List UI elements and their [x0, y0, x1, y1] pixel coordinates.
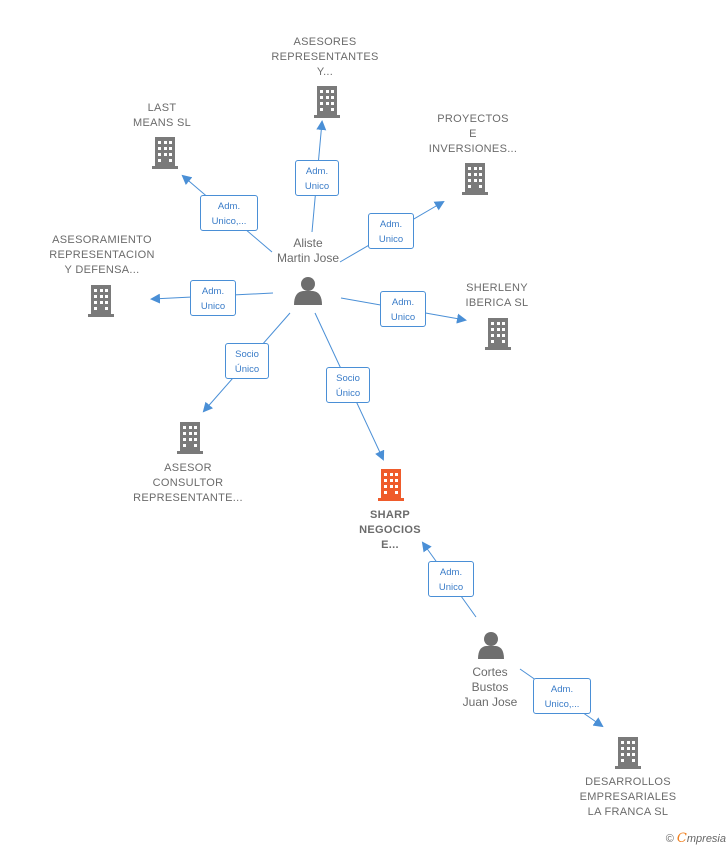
company-label-sherleny[interactable]: SHERLENY IBERICA SL: [465, 282, 529, 309]
building-icon: [177, 422, 203, 454]
brand-name: mpresia: [686, 833, 726, 845]
company-label-desarrollos[interactable]: DESARROLLOS EMPRESARIALES LA FRANCA SL: [579, 776, 677, 818]
main-building-icon: [378, 469, 404, 501]
building-icon: [152, 137, 178, 169]
building-icon: [314, 86, 340, 118]
brand-footer: © Cmpresia: [666, 831, 726, 846]
building-icon: [462, 163, 488, 195]
copyright-symbol: ©: [665, 833, 674, 845]
relation-tag[interactable]: Socio Único: [225, 343, 269, 379]
relation-tag[interactable]: Adm. Unico,...: [200, 195, 258, 231]
company-label-proyectos[interactable]: PROYECTOS E INVERSIONES...: [428, 113, 518, 155]
brand-initial: C: [676, 831, 687, 846]
building-icon: [615, 737, 641, 769]
relation-tag[interactable]: Adm. Unico: [368, 213, 414, 249]
company-label-last-means[interactable]: LAST MEANS SL: [132, 102, 192, 129]
person-label-aliste[interactable]: Aliste Martin Jose: [276, 236, 340, 265]
relation-tag[interactable]: Adm. Unico: [380, 291, 426, 327]
company-label-asesores[interactable]: ASESORES REPRESENTANTES Y...: [271, 36, 379, 78]
relation-tag[interactable]: Adm. Unico,...: [533, 678, 591, 714]
person-icon: [478, 632, 504, 659]
company-label-asesoramiento[interactable]: ASESORAMIENTO REPRESENTACION Y DEFENSA..…: [49, 234, 155, 276]
company-label-sharp[interactable]: SHARP NEGOCIOS E...: [359, 509, 421, 551]
person-label-cortes[interactable]: Cortes Bustos Juan Jose: [462, 665, 518, 709]
building-icon: [88, 285, 114, 317]
building-icon: [485, 318, 511, 350]
person-icon: [294, 277, 322, 305]
company-label-asesor[interactable]: ASESOR CONSULTOR REPRESENTANTE...: [133, 462, 243, 504]
relation-tag[interactable]: Adm. Unico: [295, 160, 339, 196]
relation-tag[interactable]: Adm. Unico: [190, 280, 236, 316]
relation-tag[interactable]: Socio Único: [326, 367, 370, 403]
relation-tag[interactable]: Adm. Unico: [428, 561, 474, 597]
